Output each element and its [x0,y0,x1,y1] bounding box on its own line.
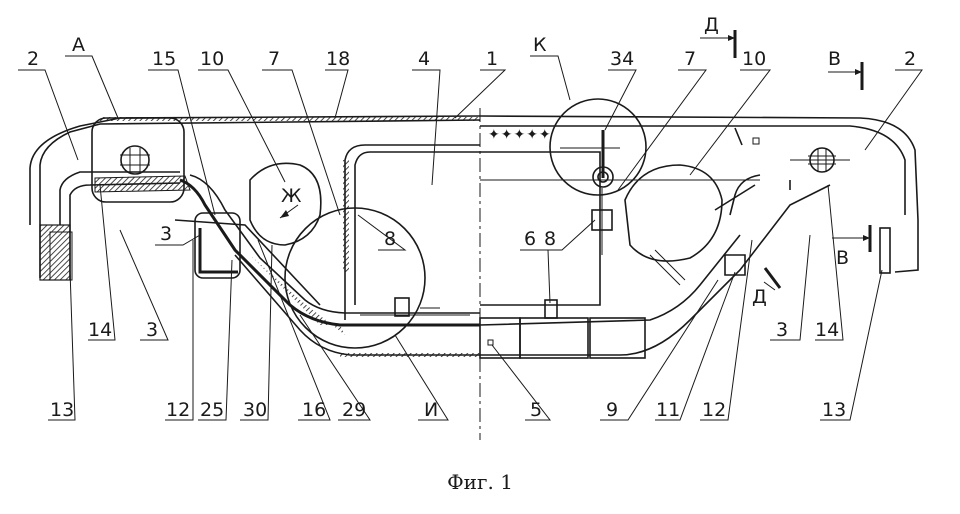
callout-D-bottom: Д [752,286,767,308]
callout-15: 15 [152,48,176,70]
detail-circles [91,98,723,349]
callout-29: 29 [342,399,366,421]
callout-6: 6 [524,228,536,250]
callout-5: 5 [530,399,542,421]
figure-caption: Фиг. 1 [447,470,513,494]
callout-18: 18 [326,48,350,70]
central-channel [174,174,831,357]
callout-3-right: 3 [776,319,788,341]
callout-16: 16 [302,399,326,421]
callout-K: К [533,34,547,56]
callout-12-right: 12 [702,399,726,421]
callout-4: 4 [418,48,430,70]
callout-A: А [72,34,85,56]
callout-12-left: 12 [166,399,190,421]
leader-lines [18,55,923,421]
callout-13-left: 13 [50,399,74,421]
callout-1: 1 [486,48,498,70]
callout-25: 25 [200,399,224,421]
hinge-details: ✦✦✦✦✦ [120,127,850,255]
body-outline [29,115,919,281]
callout-8-left: 8 [384,228,396,250]
right-details [49,184,891,286]
callout-11: 11 [656,399,680,421]
callout-10-left: 10 [200,48,224,70]
callout-labels: 2 А 15 10 7 18 4 1 К 34 7 10 В 2 Д 3 Ж 8… [27,14,916,421]
callout-7-left: 7 [268,48,280,70]
callout-34: 34 [610,48,634,70]
callout-Zh: Ж [281,185,302,207]
callout-8-right: 8 [544,228,556,250]
callout-3-left: 3 [146,319,158,341]
callout-V-top: В [828,48,841,70]
callout-13-right: 13 [822,399,846,421]
callout-3-mid: 3 [160,223,172,245]
svg-text:✦✦✦✦✦: ✦✦✦✦✦ [488,127,552,143]
callout-10-right: 10 [742,48,766,70]
callout-14-left: 14 [88,319,112,341]
callout-30: 30 [243,399,267,421]
callout-D-top: Д [704,14,719,36]
lower-segments [360,297,646,359]
callout-2-left: 2 [27,48,39,70]
callout-V-bottom: В [836,247,849,269]
section-markers [279,30,872,291]
callout-2-right: 2 [904,48,916,70]
callout-I: И [424,399,438,421]
callout-9: 9 [606,399,618,421]
callout-7-right: 7 [684,48,696,70]
callout-14-right: 14 [815,319,839,341]
